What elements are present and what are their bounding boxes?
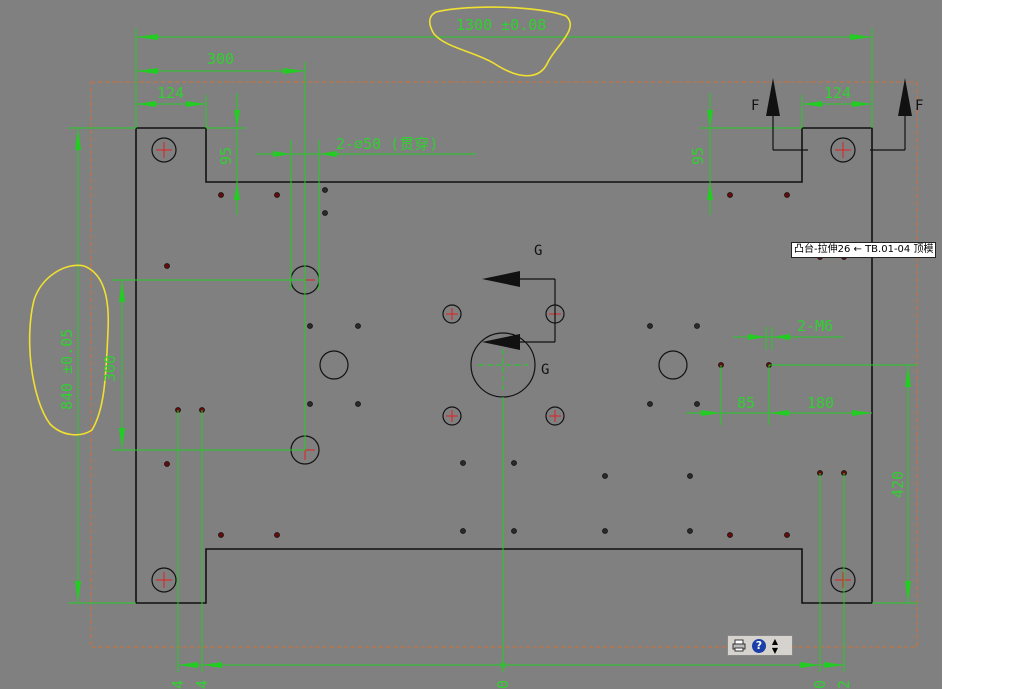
dim-85: 85 [737,394,755,412]
dim-left-124: 124 [157,84,184,102]
corner-hole-bottom-right [830,567,856,593]
dim-left-300: 300 [207,50,234,68]
plate-outline [135,127,873,604]
dim-overall-width: 1300 ±0.08 [456,16,546,34]
highlight-width-tolerance [428,6,572,77]
help-icon[interactable]: ? [750,637,768,654]
feature-callout[interactable]: 凸台-拉伸26 ← TB.01-04 顶模 [791,242,937,258]
viewer-mini-toolbar: ? ▲▼ [727,635,793,656]
dim-bottom-left-a: 4 [169,680,187,689]
dim-right-124: 124 [824,84,851,102]
label-f-left: F [751,98,759,114]
dim-bottom-left-b: 4 [193,680,211,689]
dim-180: 180 [807,394,834,412]
highlight-height-tolerance [28,264,110,436]
label-f-right: F [915,98,923,114]
dim-left-95: 95 [217,147,235,165]
printer-icon[interactable] [730,637,748,654]
dim-vertical-300: 300 [101,355,119,382]
side-hole-left [319,350,349,380]
dim-tap-holes: 2-M6 [797,317,833,335]
dim-bottom-right-a: 0 [811,680,829,689]
help-label: ? [752,638,766,653]
small-holes [164,187,847,538]
dim-bottom-right-b: 2 [835,680,853,689]
cad-viewport[interactable]: 1300 ±0.08 300 124 124 95 95 2-∅50 (贯穿) … [0,0,942,689]
dim-bottom-center: 0 [494,680,512,689]
label-g-center: G [541,362,549,378]
corner-hole-top-right [830,137,856,163]
drawing-canvas: 1300 ±0.08 300 124 124 95 95 2-∅50 (贯穿) … [28,6,923,689]
label-g-top: G [534,243,542,259]
dim-right-95: 95 [689,147,707,165]
dim-420: 420 [889,471,907,498]
dim-through-holes: 2-∅50 (贯穿) [336,135,438,153]
side-hole-right [658,350,688,380]
section-arrow-f [766,78,912,151]
dropdown-arrow-icon[interactable]: ▲▼ [771,636,779,655]
corner-hole-top-left [151,137,177,163]
corner-hole-bottom-left [151,567,177,593]
dim-overall-height: 840 ±0.05 [58,329,76,410]
dimension-lines [68,28,918,672]
section-arrow-g [482,271,556,350]
